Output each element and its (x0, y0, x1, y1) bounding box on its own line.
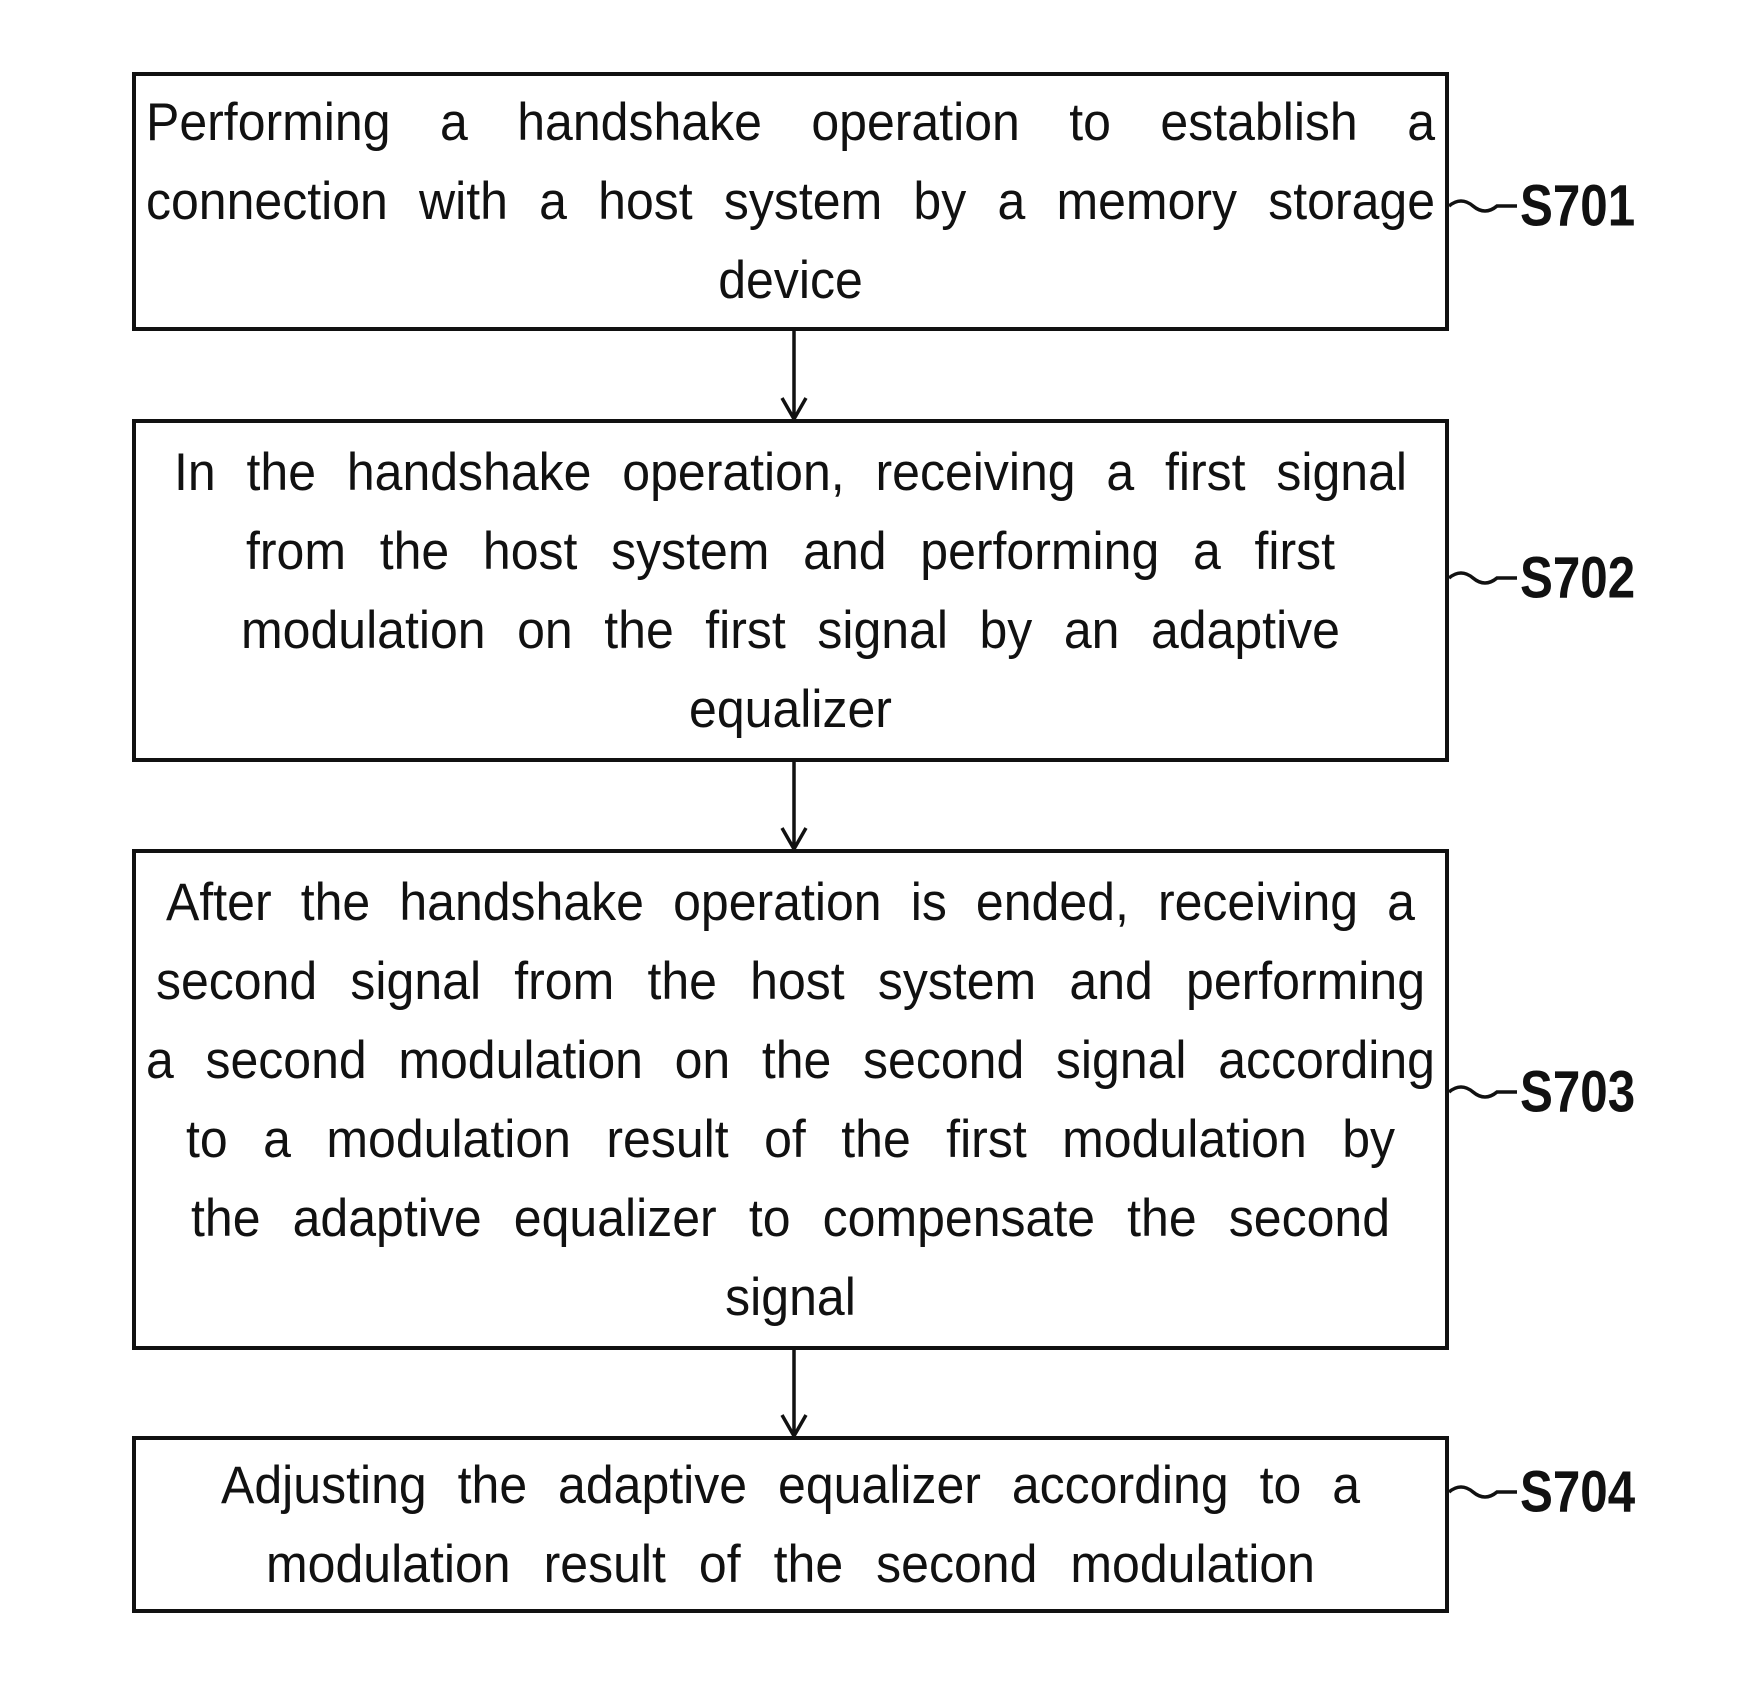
arrow-s701-s702 (782, 331, 806, 419)
step-box-s703: After the handshake operation is ended, … (132, 849, 1449, 1350)
leader-s702 (1449, 573, 1517, 583)
step-box-s702: In the handshake operation, receiving a … (132, 419, 1449, 762)
step-text-line: connection with a host system by a memor… (146, 160, 1435, 243)
step-box-s701: Performing a handshake operation to esta… (132, 72, 1449, 331)
step-label-s704: S704 (1520, 1459, 1635, 1526)
step-text-line: to a modulation result of the first modu… (146, 1098, 1435, 1181)
step-text-line: Adjusting the adaptive equalizer accordi… (146, 1444, 1435, 1527)
step-text-line: Performing a handshake operation to esta… (146, 81, 1435, 164)
step-text-line: In the handshake operation, receiving a … (146, 431, 1435, 514)
leader-s703 (1449, 1087, 1517, 1097)
step-text-line: a second modulation on the second signal… (146, 1019, 1435, 1102)
step-text-line: from the host system and performing a fi… (146, 510, 1435, 593)
step-text-line: modulation result of the second modulati… (146, 1523, 1435, 1606)
step-text-line: second signal from the host system and p… (146, 940, 1435, 1023)
step-box-s704: Adjusting the adaptive equalizer accordi… (132, 1436, 1449, 1613)
step-text-line: modulation on the first signal by an ada… (146, 589, 1435, 672)
arrow-s703-s704 (782, 1350, 806, 1436)
leader-s704 (1449, 1487, 1517, 1497)
step-text-line: the adaptive equalizer to compensate the… (146, 1177, 1435, 1260)
step-text-line: device (146, 239, 1435, 322)
step-text-line: After the handshake operation is ended, … (146, 861, 1435, 944)
arrow-s702-s703 (782, 762, 806, 849)
step-label-s701: S701 (1520, 173, 1635, 240)
step-text-line: equalizer (146, 668, 1435, 751)
step-text-line: signal (146, 1256, 1435, 1339)
step-label-s703: S703 (1520, 1059, 1635, 1126)
step-label-s702: S702 (1520, 545, 1635, 612)
leader-s701 (1449, 201, 1517, 211)
